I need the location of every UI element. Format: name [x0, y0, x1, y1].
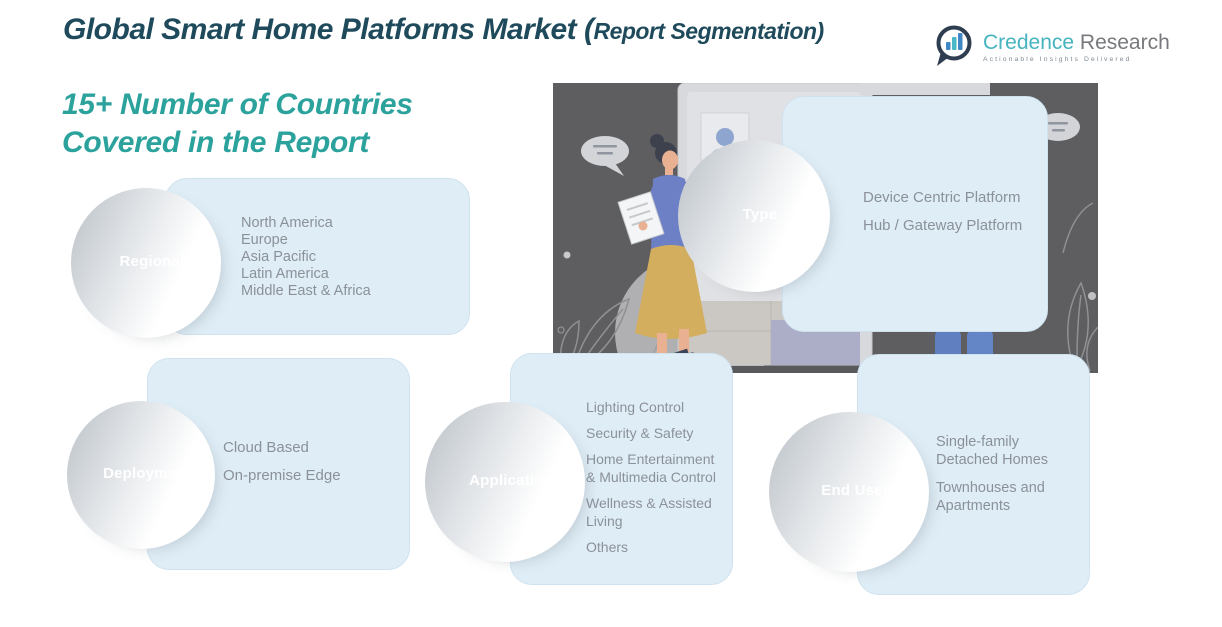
credence-research-logo: Credence Research Actionable Insights De… [933, 24, 1170, 70]
countries-headline-line1: 15+ Number of Countries [62, 88, 413, 121]
type-circle: Type [678, 140, 830, 292]
application-item: Lighting Control [586, 399, 685, 415]
countries-headline: 15+ Number of Countries Covered in the R… [62, 86, 413, 162]
application-item: Wellness & Assisted Living [586, 495, 712, 529]
end-user-item-list: Single-family Detached Homes Townhouses … [858, 355, 1089, 515]
regional-item: Middle East & Africa [241, 283, 371, 299]
end-user-item: Single-family Detached Homes [936, 434, 1049, 468]
page-title-main: Global Smart Home Platforms Market ( [63, 13, 594, 46]
type-label: Type [742, 205, 778, 223]
regional-item-list: North America Europe Asia Pacific Latin … [166, 179, 469, 300]
end-user-circle: End User [769, 412, 929, 572]
deployment-circle: Deployment [67, 401, 215, 549]
deployment-item: Cloud Based [223, 439, 309, 456]
logo-brand-name: Credence Research [983, 32, 1170, 54]
logo-brand-secondary: Research [1079, 31, 1170, 54]
application-label: Application [469, 471, 553, 489]
deployment-label: Deployment [103, 464, 191, 482]
page-title: Global Smart Home Platforms Market (Repo… [63, 13, 824, 47]
logo-text: Credence Research Actionable Insights De… [983, 24, 1170, 64]
application-item: Others [586, 539, 629, 555]
regional-item: Europe [241, 232, 288, 248]
type-item: Device Centric Platform [863, 189, 1021, 206]
plant-leaves-right [1062, 202, 1098, 373]
dot-decoration [1088, 292, 1096, 300]
logo-tagline: Actionable Insights Delivered [983, 56, 1132, 63]
application-item: Security & Safety [586, 425, 694, 441]
type-item: Hub / Gateway Platform [863, 217, 1023, 234]
end-user-label: End User [821, 481, 889, 499]
logo-brand-primary: Credence [983, 31, 1075, 54]
application-circle: Application [425, 402, 585, 562]
deployment-item: On-premise Edge [223, 467, 341, 484]
page-title-paren: Report Segmentation) [593, 18, 824, 44]
dot-decoration [563, 251, 571, 259]
speech-bubble-left-icon [581, 136, 629, 176]
application-item-list: Lighting Control Security & Safety Home … [511, 354, 732, 556]
countries-headline-line2: Covered in the Report [62, 126, 370, 159]
dot-decoration [557, 326, 565, 334]
regional-item: Latin America [241, 266, 329, 282]
deployment-item-list: Cloud Based On-premise Edge [148, 359, 409, 485]
regional-item: Asia Pacific [241, 249, 316, 265]
regional-item: North America [241, 215, 333, 231]
type-item-list: Device Centric Platform Hub / Gateway Pl… [783, 97, 1047, 235]
bar-chart-magnifier-icon [936, 25, 972, 66]
regional-circle: Regional [71, 188, 221, 338]
regional-label: Regional [119, 252, 185, 270]
application-item: Home Entertainment & Multimedia Control [586, 451, 716, 485]
end-user-item: Townhouses and Apartments [936, 480, 1045, 514]
